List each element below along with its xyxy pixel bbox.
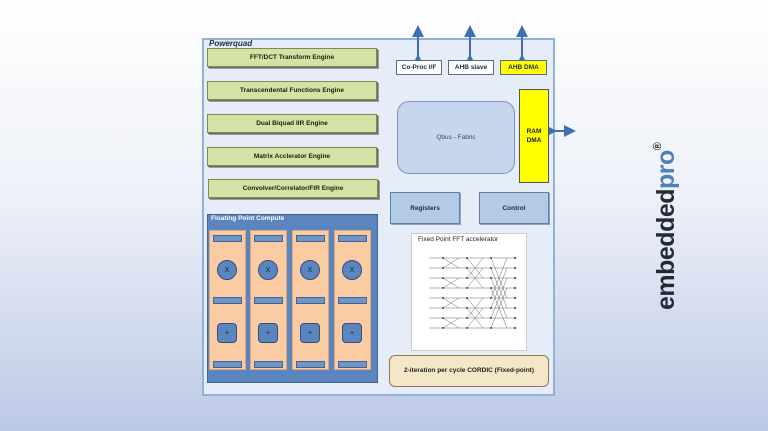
butterfly-network-diagram xyxy=(429,257,517,329)
coproc-interface-box: Co-Proc I/F xyxy=(396,60,442,75)
adder-unit: + xyxy=(258,323,278,343)
floating-point-title: Floating Point Compute xyxy=(211,215,285,222)
ahb-slave-box: AHB slave xyxy=(448,60,494,75)
multiplier-unit: X xyxy=(217,260,237,280)
adder-symbol: + xyxy=(224,329,230,337)
register-bar xyxy=(338,361,367,368)
interface-label: AHB DMA xyxy=(508,64,539,71)
engine-label: Dual Biquad IIR Engine xyxy=(256,120,328,127)
multiplier-symbol: X xyxy=(265,266,271,274)
ram-dma-box: RAM DMA xyxy=(519,89,549,183)
register-bar xyxy=(213,361,242,368)
cordic-label: 2-iteration per cycle CORDIC (Fixed-poin… xyxy=(403,367,535,374)
engine-matrix: Matrix Acclerator Engine xyxy=(207,147,377,166)
engine-label: FFT/DCT Transform Engine xyxy=(249,54,335,61)
fft-accelerator-box xyxy=(411,233,527,351)
engine-transcendental: Transcendental Functions Engine xyxy=(207,81,377,100)
multiplier-unit: X xyxy=(300,260,320,280)
cordic-unit: 2-iteration per cycle CORDIC (Fixed-poin… xyxy=(389,355,549,387)
adder-symbol: + xyxy=(307,329,313,337)
register-bar xyxy=(254,235,283,242)
control-box: Control xyxy=(479,192,549,224)
adder-unit: + xyxy=(342,323,362,343)
engine-convolver: Convolver/Correlator/FIR Engine xyxy=(208,179,378,198)
multiplier-unit: X xyxy=(342,260,362,280)
adder-unit: + xyxy=(217,323,237,343)
multiplier-symbol: X xyxy=(349,266,355,274)
register-bar xyxy=(296,361,325,368)
adder-unit: + xyxy=(300,323,320,343)
multiplier-symbol: X xyxy=(307,266,313,274)
control-label: Control xyxy=(502,204,526,212)
embeddedpro-logo: embeddedpro® xyxy=(652,143,681,310)
ram-dma-label: RAM DMA xyxy=(526,128,542,144)
fft-title: Fixed Point FFT accelerator xyxy=(418,236,499,243)
adder-symbol: + xyxy=(265,329,271,337)
register-bar xyxy=(254,297,283,304)
engine-fft-dct: FFT/DCT Transform Engine xyxy=(207,48,377,67)
interface-label: AHB slave xyxy=(454,64,488,71)
register-bar xyxy=(338,235,367,242)
register-bar xyxy=(338,297,367,304)
multiplier-symbol: X xyxy=(224,266,230,274)
fabric-label: Qbus - Fabric xyxy=(436,134,476,141)
interface-label: Co-Proc I/F xyxy=(401,64,437,71)
logo-text-embedded: embedded xyxy=(652,188,680,310)
multiplier-unit: X xyxy=(258,260,278,280)
register-bar xyxy=(213,297,242,304)
registers-box: Registers xyxy=(390,192,460,224)
engine-label: Matrix Acclerator Engine xyxy=(253,153,331,160)
register-bar xyxy=(254,361,283,368)
block-title: Powerquad xyxy=(209,39,253,48)
register-bar xyxy=(296,297,325,304)
engine-biquad-iir: Dual Biquad IIR Engine xyxy=(207,114,377,133)
adder-symbol: + xyxy=(349,329,355,337)
qbus-fabric: Qbus - Fabric xyxy=(397,101,515,174)
registered-mark: ® xyxy=(652,142,664,151)
ahb-dma-box: AHB DMA xyxy=(500,60,547,75)
register-bar xyxy=(213,235,242,242)
logo-text-pro: pro xyxy=(652,150,680,189)
register-bar xyxy=(296,235,325,242)
engine-label: Transcendental Functions Engine xyxy=(239,87,345,94)
registers-label: Registers xyxy=(410,204,440,212)
engine-label: Convolver/Correlator/FIR Engine xyxy=(242,185,344,192)
